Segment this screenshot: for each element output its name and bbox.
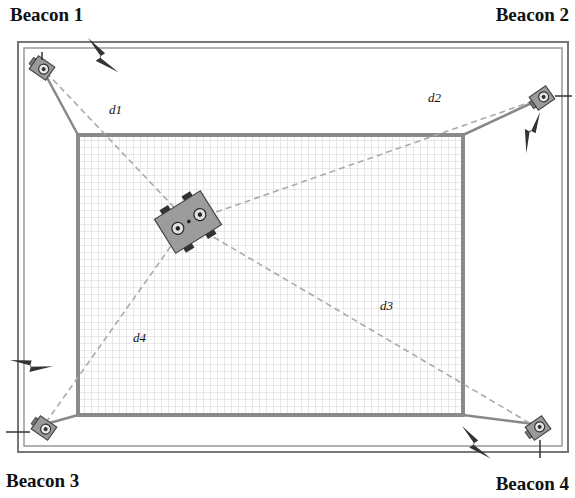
distance-label: d2: [428, 90, 441, 106]
beacon-label: Beacon 3: [6, 470, 79, 492]
beacon-label: Beacon 1: [10, 4, 83, 26]
beacon-label: Beacon 4: [496, 473, 569, 495]
distance-label: d3: [380, 298, 393, 314]
distance-label: d1: [109, 102, 122, 118]
beacon-label: Beacon 2: [496, 4, 569, 26]
distance-label: d4: [133, 330, 146, 346]
